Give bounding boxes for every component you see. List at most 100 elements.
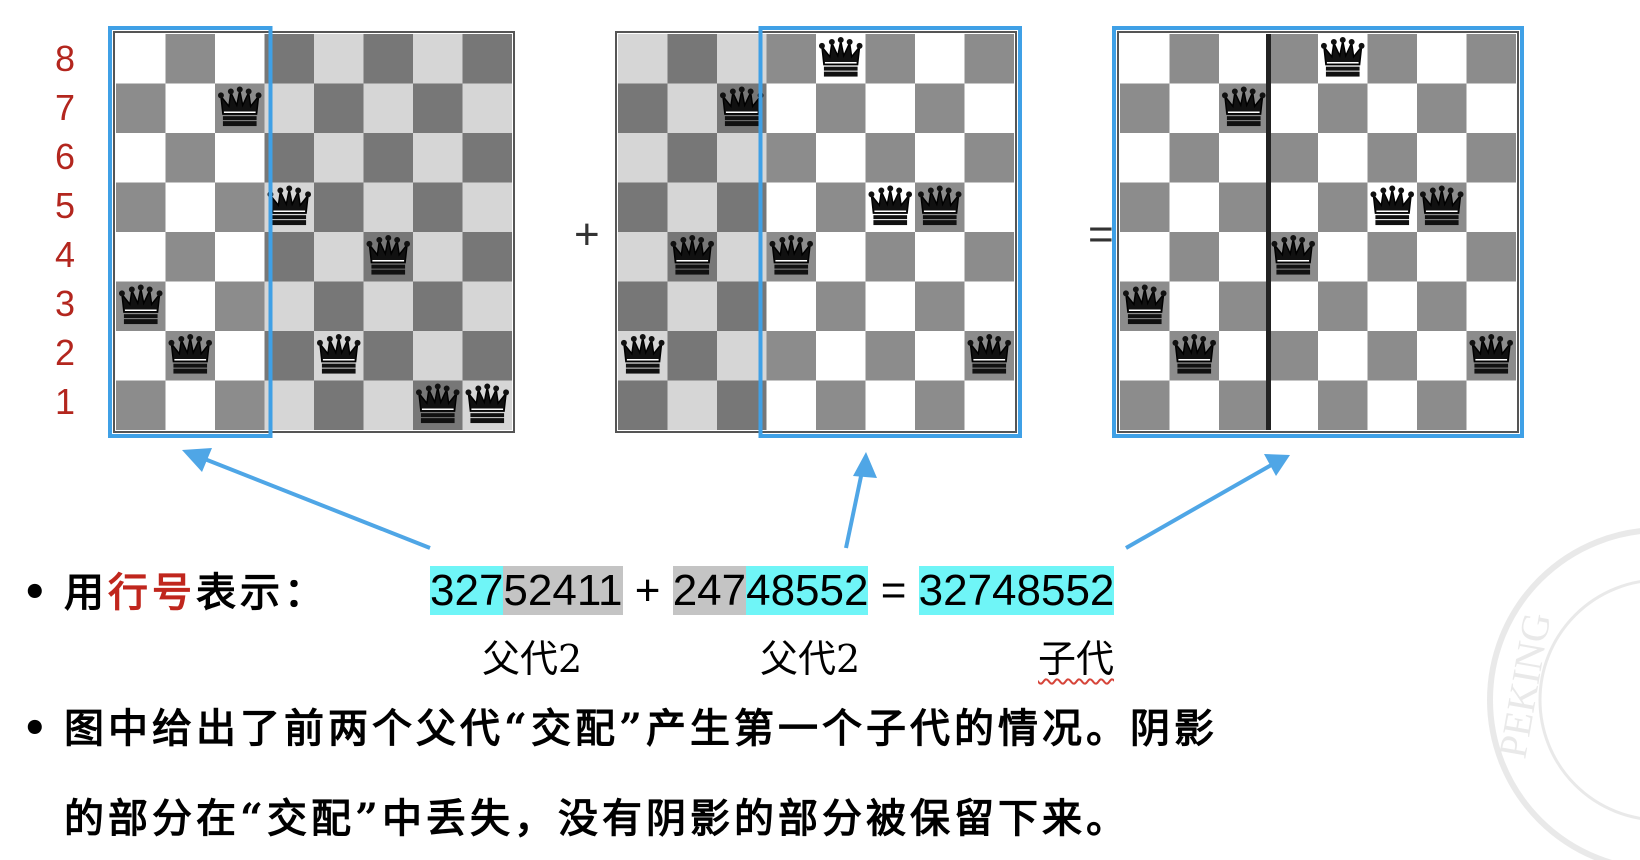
board-square (915, 232, 965, 282)
parent2-lost-digits: 247 (672, 566, 747, 615)
board-square (717, 281, 767, 331)
row-label: 2 (54, 332, 76, 373)
board-square (964, 182, 1014, 232)
board-square (314, 182, 364, 232)
board-square (264, 331, 314, 381)
board-square (964, 83, 1014, 133)
queen-icon (620, 333, 665, 374)
board-square (1318, 182, 1368, 232)
board-square (618, 380, 668, 430)
arrow-to-parent1 (191, 452, 431, 550)
board-frame (615, 31, 1017, 433)
board-square (1268, 331, 1318, 381)
board-square (363, 83, 413, 133)
board-square (462, 331, 512, 381)
board-square (165, 34, 215, 84)
board-square (264, 83, 314, 133)
board-square (1268, 182, 1318, 232)
parent1-kept-digits: 327 (430, 566, 504, 615)
board-square (766, 182, 816, 232)
bullet-dot: • (22, 705, 52, 752)
board-square (314, 83, 364, 133)
board-square (1169, 281, 1219, 331)
board-square (1367, 232, 1417, 282)
kept-section-highlight (758, 26, 1022, 438)
board-square (717, 380, 767, 430)
board-square (1417, 331, 1467, 381)
board-square (1268, 380, 1318, 430)
board-square (1417, 133, 1467, 183)
arrow-head-child (1264, 454, 1290, 476)
board-square (116, 232, 166, 282)
board-square (1417, 281, 1467, 331)
board-square (816, 232, 866, 282)
board-square (618, 232, 668, 282)
board-square (215, 380, 265, 430)
board-square (165, 133, 215, 183)
arrow-to-child (1125, 458, 1281, 550)
queen-icon (1370, 185, 1415, 226)
board-square (1466, 133, 1516, 183)
board-square (165, 182, 215, 232)
board-square (717, 182, 767, 232)
board-square (1466, 83, 1516, 133)
arrow-head-parent1 (182, 448, 212, 472)
board-square (314, 34, 364, 84)
board-square (1466, 232, 1516, 282)
equals-operator: = (1088, 210, 1114, 259)
board-square (865, 331, 915, 381)
queen-icon (967, 333, 1012, 374)
board-square (766, 34, 816, 84)
board-square (1367, 380, 1417, 430)
kept-section-highlight (108, 26, 273, 438)
board-square (264, 380, 314, 430)
board-square (865, 281, 915, 331)
board-square (165, 83, 215, 133)
crossover-formula: 32752411 + 24748552 = 32748552 (430, 560, 1115, 622)
board-square (816, 380, 866, 430)
bullet-1-suffix: 表示： (196, 569, 328, 616)
board-square (462, 83, 512, 133)
board-square (964, 380, 1014, 430)
board-square (1417, 380, 1467, 430)
board-square (667, 83, 717, 133)
board-square (215, 182, 265, 232)
board-square (363, 281, 413, 331)
board-square (865, 380, 915, 430)
board-square (462, 133, 512, 183)
board-square (1417, 83, 1467, 133)
board-square (1318, 83, 1368, 133)
board-square (413, 133, 463, 183)
board-square (1169, 182, 1219, 232)
queen-icon (316, 333, 361, 374)
formula-equals: = (880, 566, 907, 615)
board-square (717, 232, 767, 282)
queen-icon (1469, 333, 1514, 374)
board-square (717, 34, 767, 84)
board-square (1120, 182, 1170, 232)
board-square (1466, 34, 1516, 84)
plus-operator: + (574, 210, 600, 259)
queen-icon (670, 234, 715, 275)
board-square (413, 83, 463, 133)
parent2-sublabel: 父代2 (760, 637, 861, 681)
board-square (618, 133, 668, 183)
board-square (116, 83, 166, 133)
board-square (1268, 133, 1318, 183)
board-square (314, 133, 364, 183)
board-parent1 (108, 26, 515, 438)
board-square (413, 281, 463, 331)
board-square (215, 34, 265, 84)
bullet-line-1: •用行号表示： (22, 560, 328, 618)
queen-icon (465, 383, 510, 424)
board-square (816, 182, 866, 232)
board-parent2 (615, 26, 1022, 438)
board-square (1219, 331, 1269, 381)
queen-icon (366, 234, 411, 275)
board-square (116, 34, 166, 84)
board-frame (1117, 31, 1519, 433)
queen-icon (415, 383, 460, 424)
board-square (1219, 380, 1269, 430)
arrow-head-parent2 (853, 452, 877, 478)
bullet-dot: • (22, 569, 52, 616)
